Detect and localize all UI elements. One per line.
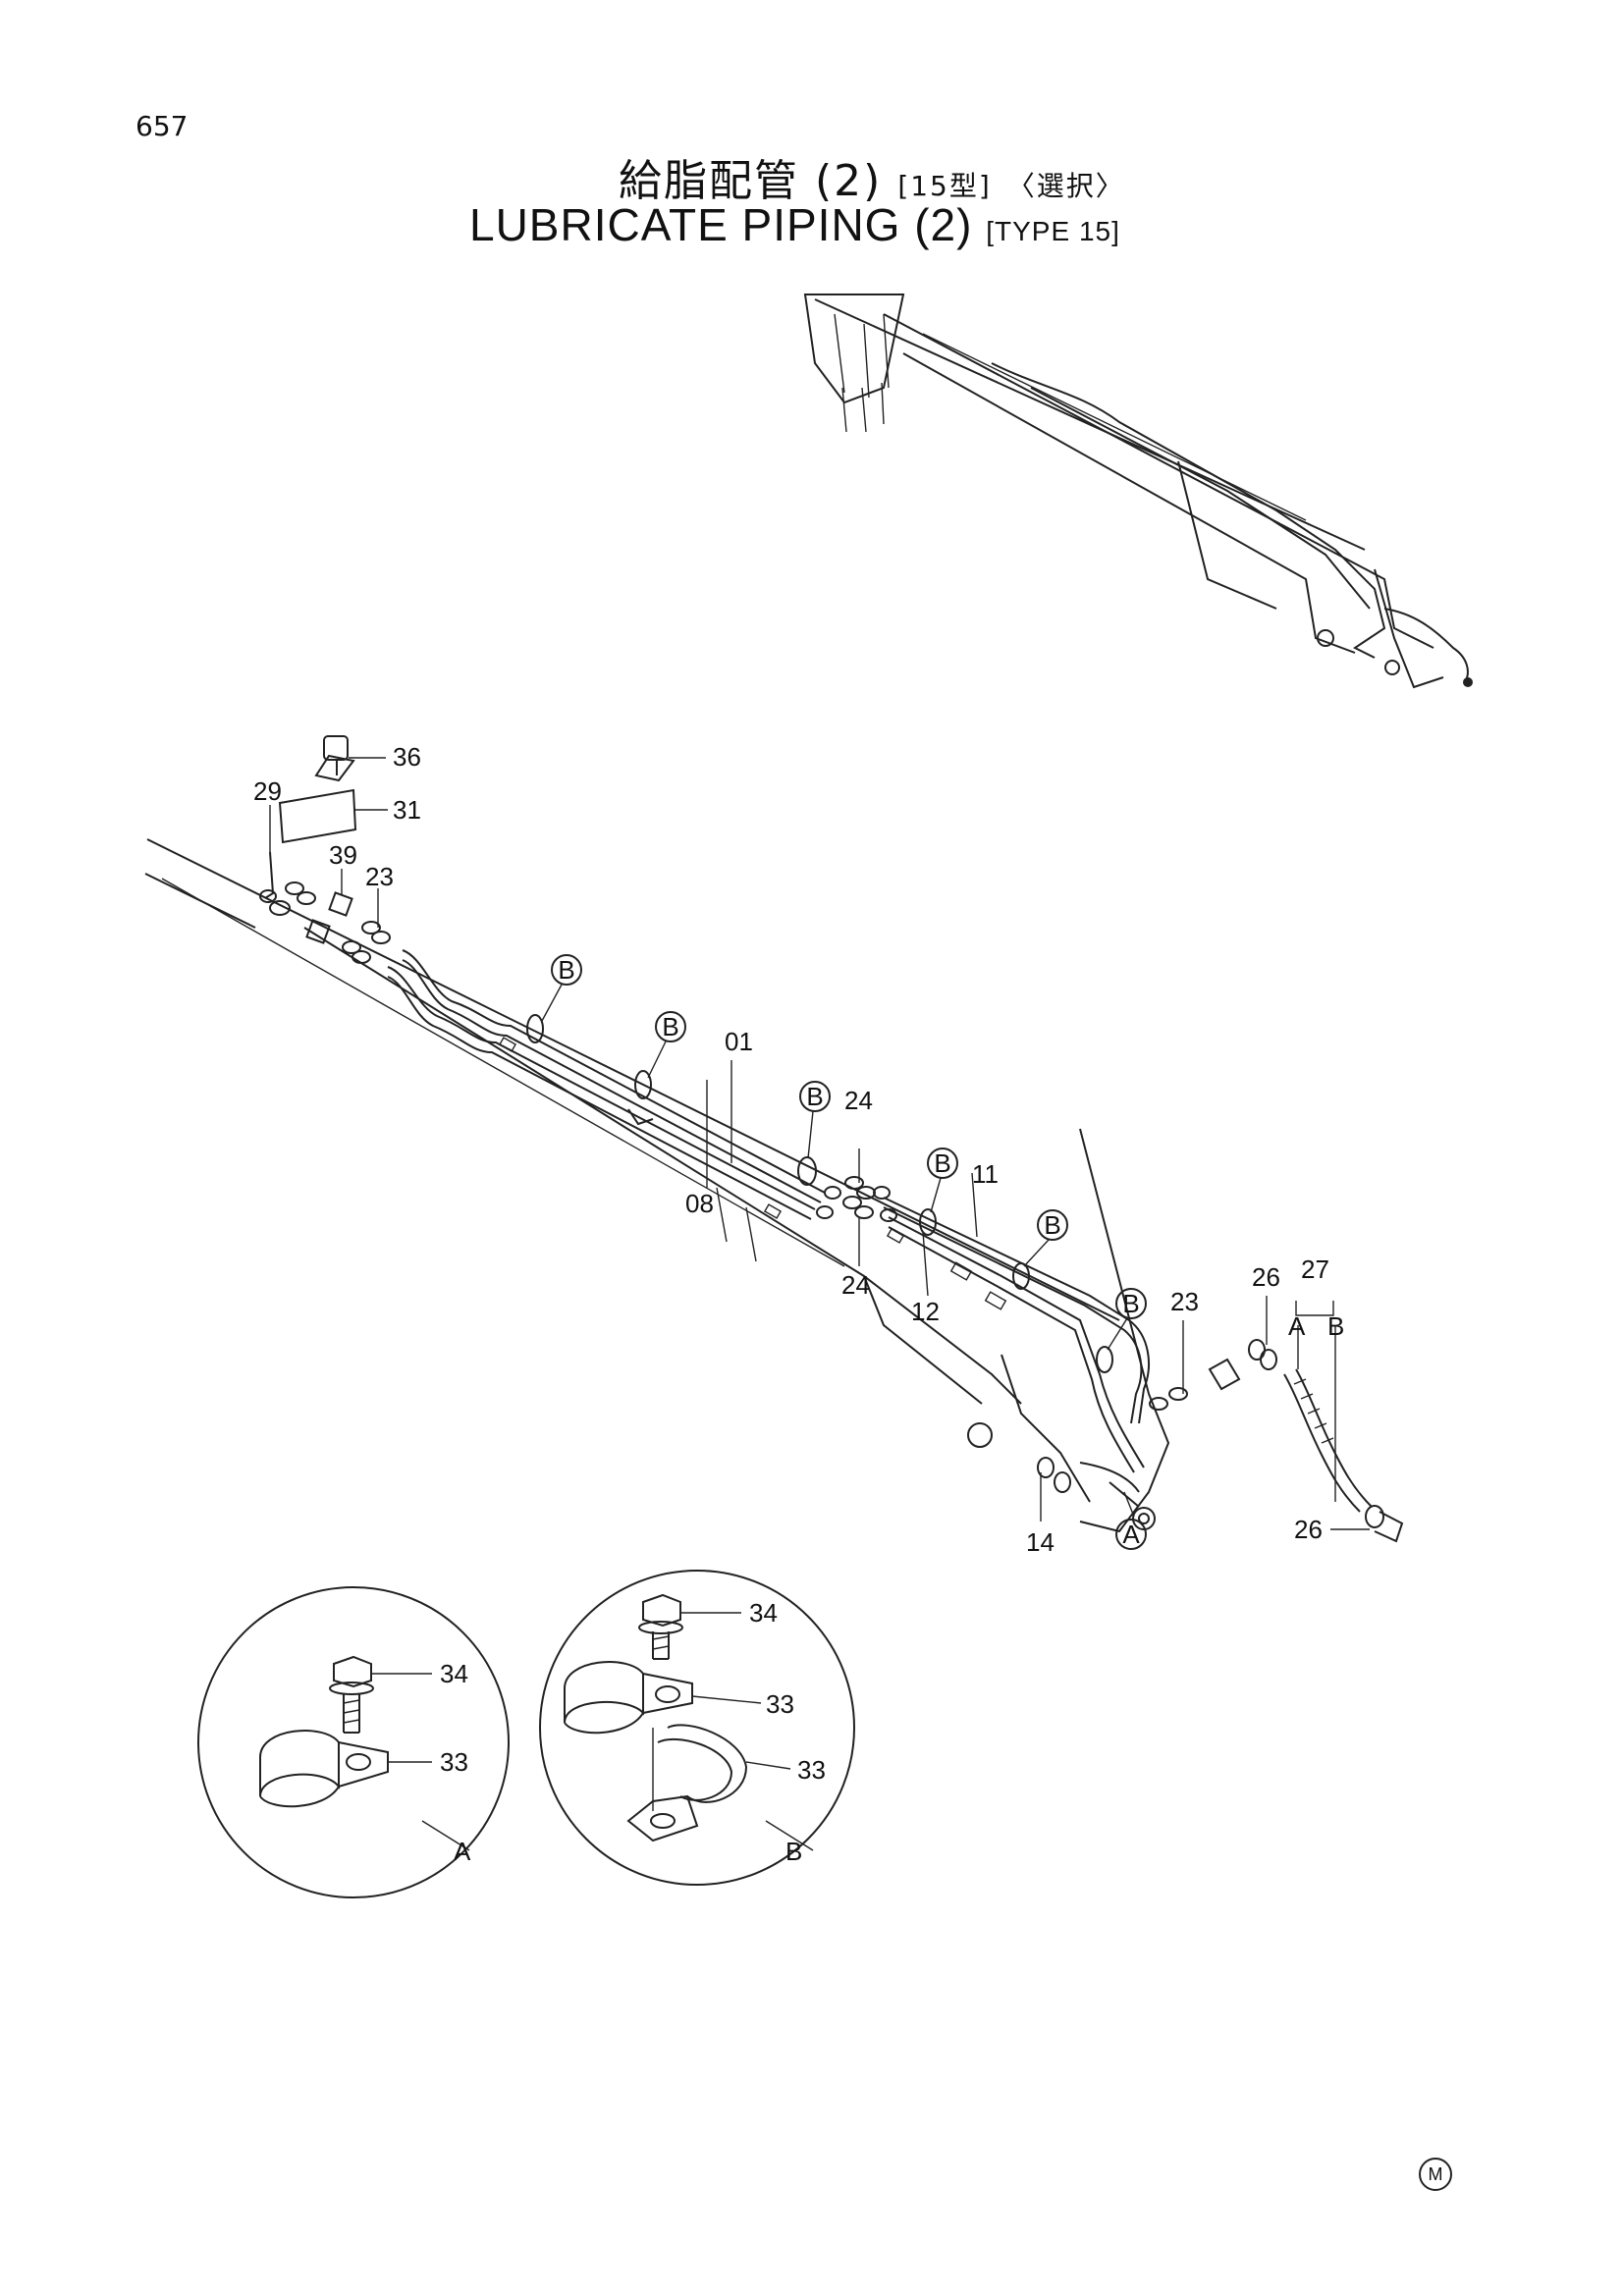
callout-39: 39: [329, 840, 357, 870]
detail-a-callout-33: 33: [440, 1747, 468, 1777]
view-marker-b3: B: [799, 1081, 831, 1159]
callout-08: 08: [685, 1189, 714, 1218]
svg-text:B: B: [558, 955, 574, 985]
callout-27-a: A: [1288, 1311, 1306, 1341]
leader-lines: [269, 757, 1370, 1530]
part-callouts: 36 31 29 39 23 01 08 24 24 11 12 23 26 2…: [253, 742, 1344, 1557]
view-marker-a1: A: [1115, 1519, 1147, 1550]
callout-29: 29: [253, 776, 282, 806]
detail-a-label: A: [454, 1837, 471, 1866]
detail-view-b: 34 33 33 B: [539, 1570, 855, 1886]
callout-27: 27: [1301, 1255, 1329, 1284]
bolt-34-a: [329, 1655, 374, 1734]
clamp-33-b-upper: [564, 1661, 693, 1735]
bolt-36-head: [323, 735, 349, 761]
callout-23-left: 23: [365, 862, 394, 891]
callout-12: 12: [911, 1297, 940, 1326]
fittings: [259, 735, 1404, 1543]
clamp-33-a: [259, 1730, 389, 1808]
view-marker-b1: B: [541, 954, 582, 1022]
callout-27-b: B: [1327, 1311, 1344, 1341]
view-marker-b2: B: [647, 1011, 686, 1079]
callout-26-upper: 26: [1252, 1262, 1280, 1292]
detail-b-label: B: [785, 1837, 802, 1866]
title-en-main: LUBRICATE PIPING (2): [469, 199, 973, 250]
callout-26-lower: 26: [1294, 1515, 1323, 1544]
detail-a-callout-34: 34: [440, 1659, 468, 1688]
title-japanese: 給脂配管 (2) [15型] 〈選択〉: [619, 145, 1125, 208]
plate-31: [278, 788, 357, 844]
main-boom-illustration: [144, 838, 1170, 1533]
detail-b-callout-33-lower: 33: [797, 1755, 826, 1785]
callout-36: 36: [393, 742, 421, 772]
callout-31: 31: [393, 795, 421, 825]
manufacturer-mark: M: [1419, 2158, 1452, 2191]
title-en-type: [TYPE 15]: [986, 216, 1120, 246]
detail-b-callout-33-upper: 33: [766, 1689, 794, 1719]
title-jp-type: [15型]: [897, 170, 992, 202]
svg-text:B: B: [662, 1012, 678, 1041]
overview-arm-illustration: [803, 294, 1473, 689]
svg-text:B: B: [1122, 1289, 1139, 1318]
callout-14: 14: [1026, 1527, 1055, 1557]
callout-01: 01: [725, 1027, 753, 1056]
callout-24-lower: 24: [841, 1270, 870, 1300]
page-number: 657: [135, 110, 189, 142]
callout-11: 11: [972, 1159, 999, 1189]
svg-text:B: B: [934, 1148, 950, 1178]
callout-23-right: 23: [1170, 1287, 1199, 1316]
bolt-34-b: [638, 1593, 683, 1660]
title-jp-option: 〈選択〉: [1006, 170, 1125, 202]
detail-view-a: 34 33 A: [197, 1586, 510, 1898]
detail-b-callout-34: 34: [749, 1598, 778, 1628]
view-markers: B B B B B B A: [541, 954, 1147, 1550]
svg-text:B: B: [1044, 1210, 1060, 1240]
title-jp-main: 給脂配管 (2): [619, 156, 883, 206]
callout-24-upper: 24: [844, 1086, 873, 1115]
svg-text:B: B: [806, 1082, 823, 1111]
svg-text:A: A: [1122, 1520, 1140, 1549]
lubricate-pipes: [387, 949, 1150, 1493]
pipe-clamps: [526, 1014, 1113, 1373]
view-marker-b4: B: [927, 1148, 958, 1213]
clamp-33-b-lower: [626, 1724, 748, 1842]
title-english: LUBRICATE PIPING (2) [TYPE 15]: [469, 198, 1120, 251]
view-marker-b6: B: [1107, 1288, 1147, 1351]
view-marker-b5: B: [1023, 1209, 1068, 1267]
